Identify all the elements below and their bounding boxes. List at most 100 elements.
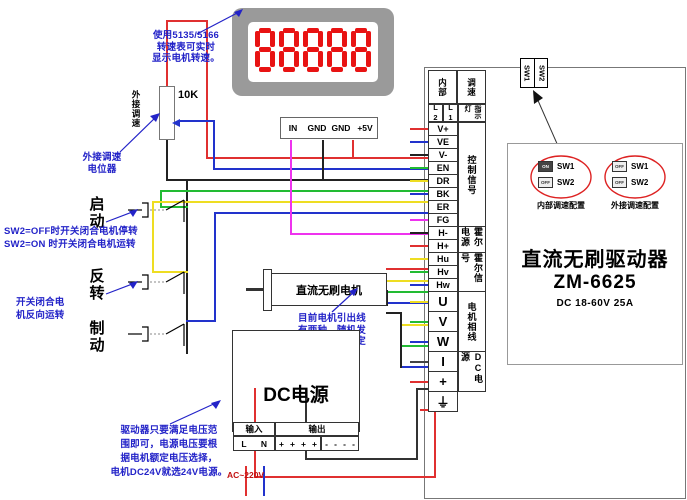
switch-reverse-arrow <box>105 280 139 296</box>
wire-black-sw-bus <box>186 179 188 354</box>
wire-red-top-h <box>166 20 208 22</box>
potentiometer-body <box>159 86 175 140</box>
wire-black-vminus-h <box>166 179 428 181</box>
terminal-row-DR[interactable]: DR <box>428 174 458 188</box>
terminal-group-控制信号: 控制信号 <box>458 122 486 227</box>
terminal-pin-label: V- <box>438 150 448 160</box>
tachometer-note: 使用5135/5166 转速表可实时 显示电机转速。 <box>152 30 220 64</box>
terminal-row-FG[interactable]: FG <box>428 213 458 227</box>
dip-external-row-sw2: OFF SW2 <box>612 177 648 188</box>
psu-input-header: 输入 <box>233 422 275 436</box>
terminal-row-VE[interactable]: VE <box>428 135 458 149</box>
terminal-row-Hu[interactable]: Hu <box>428 252 458 266</box>
terminal-indicator-L1[interactable]: L1 <box>443 103 458 123</box>
psu-pin-minus: - <box>343 438 346 449</box>
psu-shell <box>232 330 360 432</box>
driver-inner-box <box>507 143 683 365</box>
wire-psu-minus-term <box>416 388 428 390</box>
terminal-pin-label: Hv <box>437 267 449 277</box>
wire-ac-n <box>263 466 265 496</box>
connector-pin-in: IN <box>288 123 298 133</box>
terminal-row-ER[interactable]: ER <box>428 200 458 214</box>
terminal-pin-label: FG <box>436 215 450 225</box>
terminal-row-W[interactable]: W <box>428 331 458 352</box>
terminal-indicator-label: L1 <box>446 103 455 123</box>
terminal-row-EN[interactable]: EN <box>428 161 458 175</box>
connector-pin-5v: +5V <box>357 123 373 133</box>
terminal-group-DC电源: DC电源 <box>458 351 486 392</box>
terminal-pin-label: VE <box>436 137 449 147</box>
terminal-wire-V- <box>410 154 428 156</box>
driver-name: 直流无刷驱动器 <box>521 249 669 271</box>
dip-internal-row-sw1: ON SW1 <box>538 161 574 172</box>
terminal-pin-label: Hu <box>437 254 449 264</box>
terminal-wire-W <box>410 340 428 343</box>
terminal-row-⏚[interactable]: ⏚ <box>428 391 458 412</box>
terminal-row-U[interactable]: U <box>428 291 458 312</box>
motor-note-arrow <box>330 286 360 314</box>
dip-config-internal: ON SW1 OFF SW2 <box>530 155 592 199</box>
wire-motor-uvw-bus <box>400 312 402 368</box>
terminal-row-V-[interactable]: V- <box>428 148 458 162</box>
switch-symbol-brake[interactable] <box>128 322 186 351</box>
terminal-wire-I <box>410 360 428 363</box>
seven-segment-digit <box>351 28 371 72</box>
seven-segment-digit <box>327 28 347 72</box>
wire-red-vplus <box>206 157 428 159</box>
wire-ac-l <box>245 466 247 496</box>
terminal-wire-Hv <box>410 271 428 273</box>
tachometer-screen: 88888 <box>248 22 378 82</box>
psu-input-header-label: 输入 <box>245 424 263 434</box>
wire-motor-uvw-top <box>386 312 402 314</box>
terminal-row-BK[interactable]: BK <box>428 187 458 201</box>
dip-external-sw2-name: SW2 <box>631 178 649 187</box>
wire-motor-green1 <box>386 291 428 293</box>
wire-blue-ve <box>213 168 428 170</box>
wire-magenta-fg-h <box>290 233 428 235</box>
seven-segment-digit <box>279 28 299 72</box>
psu-pin-minus: - <box>352 438 355 449</box>
terminal-row-V[interactable]: V <box>428 311 458 332</box>
terminal-row-+[interactable]: + <box>428 371 458 392</box>
dip-header-sw2-label: SW2 <box>534 58 549 88</box>
tachometer-note-arrow <box>195 8 245 36</box>
terminal-wire-V+ <box>410 128 428 130</box>
terminal-row-H-[interactable]: H- <box>428 226 458 240</box>
wire-blue-bk-h <box>214 212 428 214</box>
terminal-row-H+[interactable]: H+ <box>428 239 458 253</box>
terminal-group-霍尔信号: 霍尔信号 <box>458 252 486 292</box>
terminal-wire-V <box>410 320 428 323</box>
terminal-row-Hv[interactable]: Hv <box>428 265 458 279</box>
switch-start-arrow <box>105 208 139 224</box>
terminal-wire-H- <box>410 232 428 234</box>
wire-red-pot-top <box>166 20 168 105</box>
psu-note-arrow <box>168 398 224 426</box>
wire-psu-plus-up <box>434 409 436 478</box>
terminal-row-I[interactable]: I <box>428 351 458 372</box>
psu-pin-plus: + <box>312 438 317 449</box>
terminal-indicator-L2[interactable]: L2 <box>428 103 443 123</box>
connector-pin-gnd1: GND <box>307 123 327 133</box>
terminal-header-label: 调速 <box>466 77 477 97</box>
driver-panel-frame <box>424 67 686 499</box>
psu-output-minus-pins: - - - - <box>321 436 359 451</box>
seven-segment-digit <box>255 28 275 72</box>
terminal-wire-H+ <box>410 245 428 247</box>
wire-black-pot-bottom <box>166 140 168 180</box>
wire-blue-bk-v <box>214 212 216 322</box>
wire-motor-uvw-y <box>400 324 428 326</box>
wire-black-hminus-v <box>322 140 324 180</box>
switch-label-reverse: 反转 <box>89 268 105 302</box>
terminal-row-V+[interactable]: V+ <box>428 122 458 136</box>
psu-output-header-label: 输出 <box>308 424 326 434</box>
dip-internal-sw1-state: ON <box>538 161 553 172</box>
psu-pin-n: N <box>260 438 268 449</box>
dip-header-sw1-label: SW1 <box>522 64 532 82</box>
dip-internal-sw2-name: SW2 <box>557 178 575 187</box>
motor-label: 直流无刷电机 <box>296 285 362 297</box>
terminal-row-Hw[interactable]: Hw <box>428 278 458 292</box>
potentiometer-vertical-label: 外接调速 <box>131 90 141 128</box>
dip-internal-sw2-state: OFF <box>538 177 553 188</box>
